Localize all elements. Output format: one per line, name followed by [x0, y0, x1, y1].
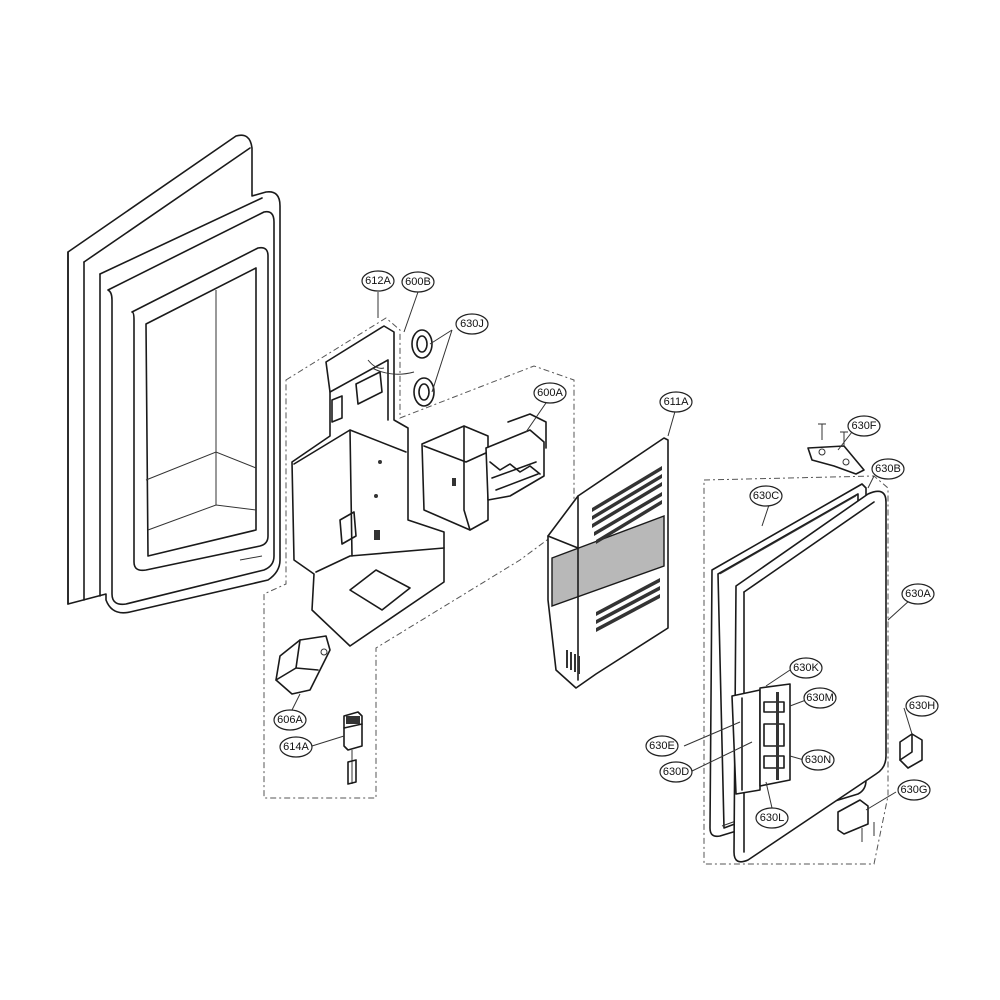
callout-630N: 630N	[801, 749, 835, 771]
callout-630C: 630C	[749, 485, 783, 507]
callout-630F: 630F	[847, 415, 881, 437]
bracket-630G	[837, 799, 875, 842]
callout-614A: 614A	[279, 736, 313, 758]
leader-lines	[291, 291, 913, 811]
dispenser-group-boundary	[263, 317, 575, 799]
callout-label: 630N	[805, 754, 831, 766]
callout-630H: 630H	[905, 695, 939, 717]
callout-label: 611A	[664, 396, 690, 408]
callout-label: 630G	[901, 784, 928, 796]
callout-label: 630E	[649, 740, 675, 752]
cover-611A	[547, 437, 669, 689]
callout-label: 630A	[905, 588, 931, 600]
callout-630E: 630E	[645, 735, 679, 757]
cap-parts-630J	[371, 329, 435, 407]
callout-612A: 612A	[361, 270, 395, 292]
callout-600A: 600A	[533, 382, 567, 404]
callout-label: 614A	[283, 741, 309, 753]
callout-630M: 630M	[803, 687, 837, 709]
callout-630L: 630L	[755, 807, 789, 829]
callout-611A: 611A	[659, 391, 693, 413]
callout-label: 630C	[753, 490, 779, 502]
dispenser-housing-612A	[291, 325, 445, 647]
part-606A	[275, 635, 331, 695]
door-foam-assembly	[67, 134, 281, 614]
mechanism-630E	[731, 683, 791, 795]
callout-label: 630L	[760, 812, 784, 824]
callout-label: 630K	[793, 662, 819, 674]
callout-label: 600B	[405, 276, 431, 288]
callout-606A: 606A	[273, 709, 307, 731]
cap-630H	[899, 733, 923, 769]
part-614A	[343, 711, 363, 785]
callout-630G: 630G	[897, 779, 931, 801]
callout-600B: 600B	[401, 271, 435, 293]
icemaker-600A	[421, 413, 547, 531]
callout-630B: 630B	[871, 458, 905, 480]
callout-label: 630H	[909, 700, 935, 712]
callout-630A: 630A	[901, 583, 935, 605]
hinge-630F	[807, 423, 865, 475]
callout-label: 630B	[875, 463, 901, 475]
callout-label: 600A	[537, 387, 563, 399]
callout-label: 630F	[851, 420, 876, 432]
callout-630D: 630D	[659, 761, 693, 783]
callout-630K: 630K	[789, 657, 823, 679]
callout-label: 630D	[663, 766, 689, 778]
callout-label: 606A	[277, 714, 303, 726]
callout-label: 630M	[806, 692, 834, 704]
callout-label: 612A	[365, 275, 391, 287]
callout-630J: 630J	[455, 313, 489, 335]
callout-label: 630J	[460, 318, 484, 330]
